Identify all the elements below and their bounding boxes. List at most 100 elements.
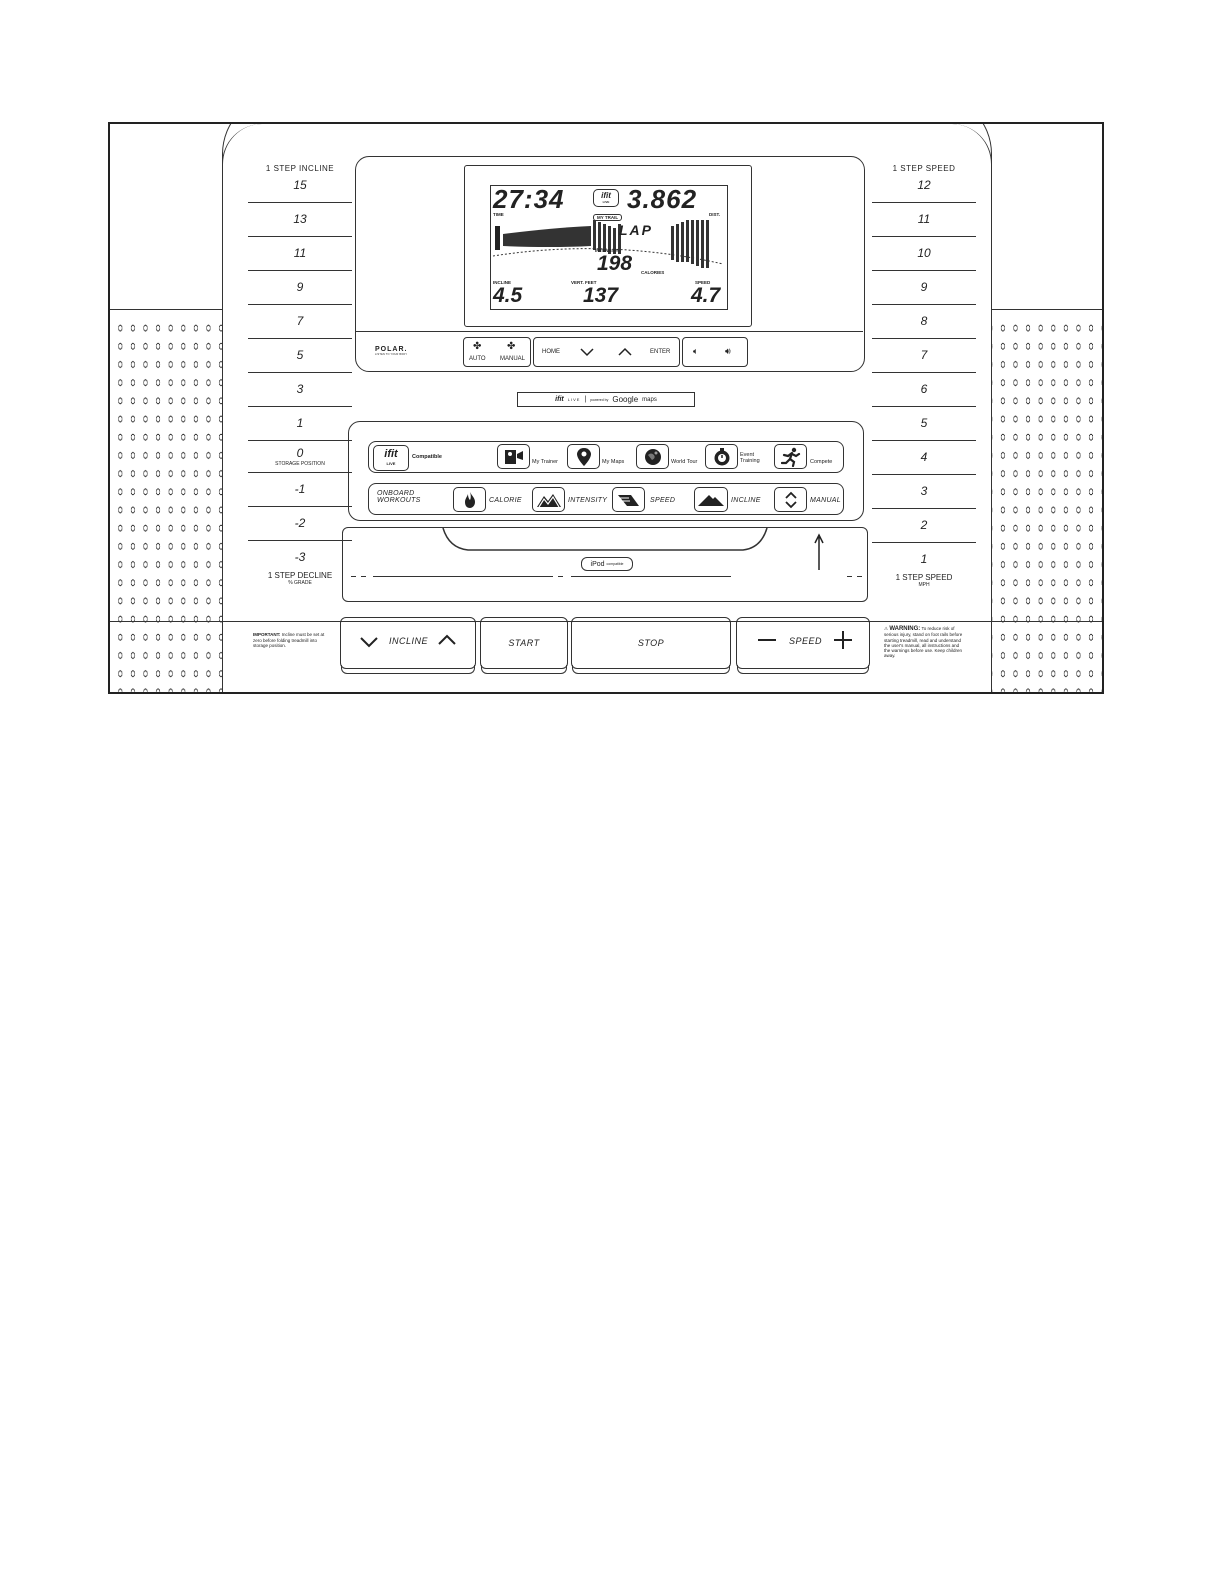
incline-up-button[interactable]: [437, 634, 457, 646]
ifit-workouts-row: ifit LIVE Compatible My Trainer My Maps …: [368, 441, 844, 473]
my-trail-label: MY TRAIL: [593, 214, 623, 221]
speed-decrease-button[interactable]: [757, 638, 777, 642]
incline-scale-value[interactable]: 5: [296, 348, 304, 362]
calories-label: CALORIES: [641, 270, 665, 275]
speed-scale-value[interactable]: 7: [920, 348, 928, 362]
my-maps-button[interactable]: [567, 444, 600, 469]
volume-button-group: 🔈︎ 🔊︎: [682, 337, 748, 367]
speed-scale-value[interactable]: 6: [920, 382, 928, 396]
tray-lip: [442, 528, 768, 551]
speed-scale-value[interactable]: 11: [917, 212, 931, 226]
start-button[interactable]: START: [480, 617, 568, 674]
calories-value: 198: [597, 252, 633, 275]
time-value: 27:34: [493, 184, 565, 214]
incline-scale-value[interactable]: 3: [296, 382, 304, 396]
manual-workout-button[interactable]: [774, 487, 807, 512]
intensity-workout-button[interactable]: [532, 487, 565, 512]
incline-scale-value[interactable]: 13: [293, 212, 307, 226]
incline-workout-button[interactable]: [694, 487, 728, 512]
calorie-workout-button[interactable]: [453, 487, 486, 512]
enter-button[interactable]: ENTER: [650, 349, 671, 355]
speed-scale-value[interactable]: 10: [917, 246, 931, 260]
volume-down-icon[interactable]: 🔈︎: [693, 346, 699, 356]
compatible-label: Compatible: [412, 454, 442, 460]
volume-up-icon[interactable]: 🔊︎: [725, 346, 731, 356]
incline-scale-value[interactable]: 1: [296, 416, 304, 430]
incline-control-label: INCLINE: [389, 636, 429, 646]
speed-scale-value[interactable]: 3: [920, 484, 928, 498]
my-maps-label: My Maps: [602, 459, 625, 465]
stopwatch-icon: [714, 447, 729, 465]
fan-auto-icon: ✤: [473, 341, 482, 352]
ifit-live-badge: ifit LIVE: [593, 189, 619, 207]
vert-feet-label: VERT. FEET: [571, 280, 597, 285]
incline-scale-value[interactable]: -1: [294, 482, 306, 496]
winged-foot-icon: [617, 494, 639, 506]
trainer-icon: [504, 449, 523, 464]
incline-scale-value[interactable]: -2: [294, 516, 306, 530]
manual-label: MANUAL: [810, 497, 841, 504]
ifit-google-maps-strip: ifit LIVE | powered by Google maps: [517, 392, 695, 407]
incline-label: INCLINE: [731, 497, 761, 504]
speed-scale-value[interactable]: 9: [920, 280, 928, 294]
intensity-label: INTENSITY: [595, 248, 619, 253]
tray-line-right: [571, 576, 731, 577]
event-training-button[interactable]: [705, 444, 738, 469]
speed-scale-value[interactable]: 5: [920, 416, 928, 430]
world-tour-label: World Tour: [671, 459, 698, 465]
incline-scale-value[interactable]: 9: [296, 280, 304, 294]
mountain-icon: [698, 494, 724, 506]
navigation-button-group: HOME ENTER: [533, 337, 680, 367]
onboard-workouts-title: ONBOARD WORKOUTS: [377, 490, 421, 504]
incline-scale-value[interactable]: 0: [296, 446, 304, 460]
peaks-icon: [536, 493, 561, 507]
speed-scale-value[interactable]: 8: [920, 314, 928, 328]
speed-value: 4.7: [691, 284, 721, 307]
speed-scale-value[interactable]: 2: [920, 518, 928, 532]
fan-button-group: ✤ AUTO ✤ MANUAL: [463, 337, 531, 367]
speed-footer: 1 STEP SPEED: [895, 573, 953, 582]
runner-icon: [780, 447, 800, 467]
up-arrow-button[interactable]: [618, 347, 632, 357]
globe-icon: [644, 448, 661, 465]
speed-increase-button[interactable]: [833, 630, 853, 650]
speed-scale-title: 1 STEP SPEED: [892, 164, 956, 173]
calorie-label: CALORIE: [489, 497, 522, 504]
incline-scale-title: 1 STEP INCLINE: [265, 164, 335, 173]
speed-scale-value[interactable]: 12: [917, 178, 931, 192]
decline-footer: 1 STEP DECLINE: [267, 571, 333, 580]
incline-scale-value[interactable]: 11: [293, 246, 307, 260]
world-tour-button[interactable]: [636, 444, 669, 469]
speed-scale-value[interactable]: 1: [920, 552, 928, 566]
grade-unit: % GRADE: [288, 580, 312, 586]
ifit-compatible-badge: ifit LIVE: [373, 445, 409, 471]
compete-button[interactable]: [774, 444, 807, 469]
speed-workout-button[interactable]: [612, 487, 645, 512]
my-trainer-button[interactable]: [497, 444, 530, 469]
incline-scale: 1 STEP INCLINE 15 13 11 9 7 5 3 1 0 STOR…: [248, 164, 352, 586]
up-down-chevron-icon: [784, 491, 797, 508]
left-speaker-grille: [110, 309, 230, 692]
incline-scale-value[interactable]: 15: [293, 178, 307, 192]
incline-down-button[interactable]: [359, 636, 379, 648]
fan-auto-button[interactable]: AUTO: [469, 356, 486, 362]
console-top-edge: [222, 124, 992, 174]
polar-logo: POLAR. LISTEN TO YOUR BODY: [375, 346, 408, 356]
fan-manual-button[interactable]: MANUAL: [500, 356, 526, 362]
trail-graph: [492, 220, 724, 268]
my-trainer-label: My Trainer: [532, 459, 558, 465]
fan-manual-icon: ✤: [507, 341, 516, 352]
incline-scale-value[interactable]: -3: [294, 550, 306, 564]
down-arrow-button[interactable]: [580, 347, 594, 357]
speed-label: SPEED: [695, 280, 711, 285]
time-label: TIME: [493, 212, 504, 217]
speed-scale: 1 STEP SPEED 12 11 10 9 8 7 6 5 4 3 2 1 …: [872, 164, 976, 588]
home-button[interactable]: HOME: [542, 349, 560, 355]
incline-scale-value[interactable]: 7: [296, 314, 304, 328]
speed-scale-value[interactable]: 4: [920, 450, 928, 464]
mph-unit: MPH: [918, 582, 930, 588]
storage-position-label: STORAGE POSITION: [275, 461, 325, 467]
warning-icon: ⚠: [884, 626, 889, 631]
stop-button[interactable]: STOP: [571, 617, 731, 674]
stop-label: STOP: [637, 638, 665, 648]
